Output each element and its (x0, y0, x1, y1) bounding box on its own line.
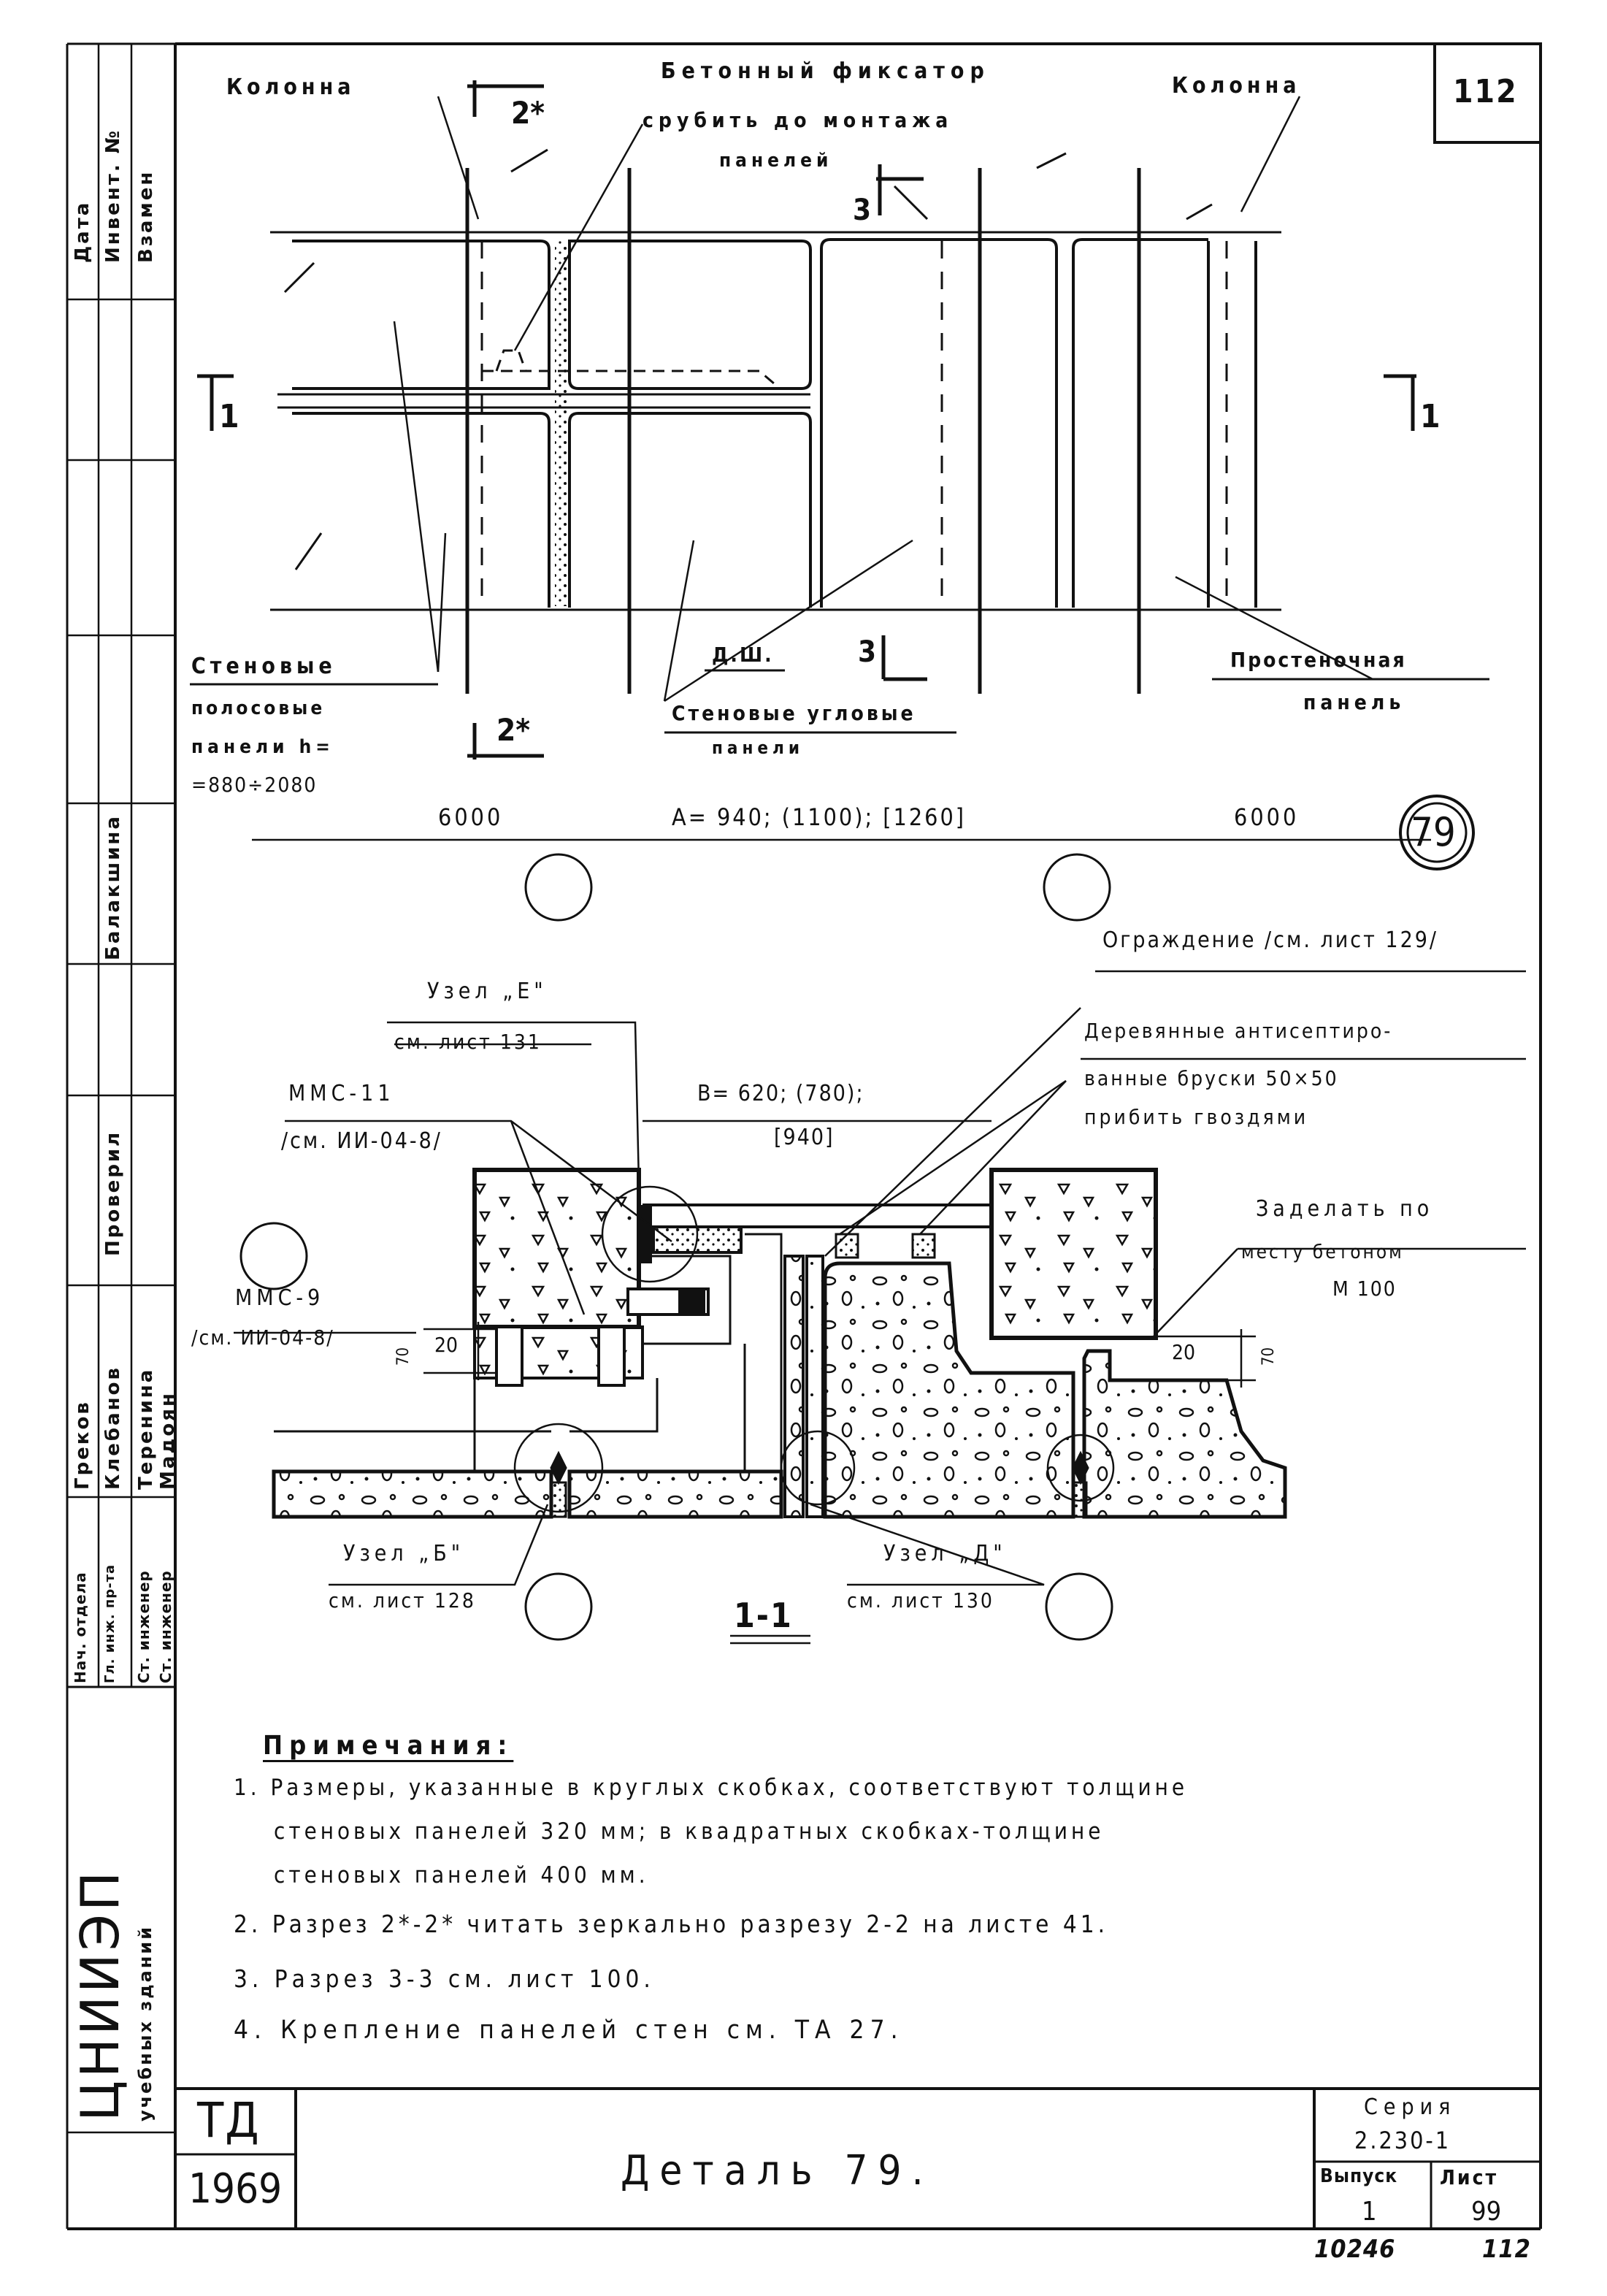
org-sub: учебных зданий (135, 1924, 156, 2121)
concrete-2: месту бетоном (1241, 1241, 1404, 1263)
dim-70-left: 70 (394, 1347, 413, 1366)
note-1-line-2: стеновых панелей 320 мм; в квадратных ск… (274, 1818, 1105, 1845)
stamp-role-3: Ст. инженер (135, 1570, 153, 1683)
fence-label: Ограждение /см. лист 129/ (1102, 927, 1439, 953)
note-2: 2. Разрез 2*-2* читать зеркально разрезу… (234, 1910, 1109, 1938)
stamp-klebanov: Клебанов (102, 1366, 124, 1490)
bottom-right-code: 112 (1482, 2235, 1531, 2264)
node-d-2: см. лист 130 (847, 1588, 994, 1612)
section-2-top: 2* (511, 95, 545, 131)
stamp-terenina: Теренина (135, 1367, 157, 1490)
dim-70-right: 70 (1259, 1347, 1278, 1366)
label-corner-1: Стеновые угловые (672, 701, 916, 725)
stamp-inv-no: Инвент. № (102, 128, 124, 263)
concrete-3: М 100 (1332, 1277, 1397, 1301)
b-dim-2: [940] (774, 1125, 835, 1150)
label-column-left: Колонна (226, 74, 356, 100)
title-td: ТД (197, 2092, 261, 2148)
stamp-role-2: Гл. инж. пр-та (102, 1564, 118, 1683)
note-4: 4. Крепление панелей стен см. ТА 27. (234, 2016, 904, 2045)
section-1-left: 1 (219, 398, 239, 435)
concrete-1: Заделать по (1256, 1196, 1434, 1222)
mms11-1: ММС-11 (288, 1081, 395, 1106)
dim-20-left: 20 (434, 1333, 459, 1357)
issue-value: 1 (1362, 2197, 1377, 2227)
section-1-right: 1 (1420, 398, 1441, 435)
label-wall-strip-1: Стеновые (191, 654, 337, 679)
stamp-checked: Проверил (102, 1130, 124, 1256)
label-fixator-3: панелей (719, 150, 833, 172)
title-year: 1969 (188, 2165, 283, 2213)
stamp-madoyan: Мадоян (157, 1391, 179, 1490)
section-2-bottom: 2* (496, 712, 531, 748)
note-1-line-3: стеновых панелей 400 мм. (274, 1862, 649, 1889)
stamp-balakshina: Балакшина (102, 814, 124, 960)
section-view (234, 970, 1526, 1645)
drawing-title: Деталь 79. (621, 2147, 934, 2194)
label-pier-1: Простеночная (1230, 648, 1407, 672)
dim-right: 6000 (1234, 803, 1300, 831)
label-corner-2: панели (712, 738, 804, 758)
bars-1: Деревянные антисептиро- (1084, 1019, 1393, 1043)
node-b-1: Узел „Б" (343, 1541, 465, 1566)
stamp-replaces: Взамен (135, 169, 157, 263)
org-main: ЦНИИЭП (69, 1868, 131, 2121)
section-title: 1-1 (734, 1596, 793, 1635)
label-wall-strip-2: полосовые (191, 697, 326, 719)
mms9-2: /см. ИИ-04-8/ (191, 1325, 334, 1350)
label-dsh: Д.Ш. (712, 643, 774, 667)
node-e-2: см. лист 131 (394, 1030, 542, 1054)
dim-20-right: 20 (1172, 1340, 1196, 1364)
label-wall-strip-3: панели h= (191, 736, 334, 758)
mms9-1: ММС-9 (235, 1285, 325, 1311)
node-d-1: Узел „Д" (883, 1541, 1007, 1566)
dim-middle: А= 940; (1100); [1260] (672, 803, 967, 831)
bottom-left-code: 10246 (1314, 2235, 1396, 2264)
series-label: Серия (1364, 2094, 1457, 2120)
sheet-corner-number: 112 (1453, 73, 1518, 110)
note-1-line-1: 1. Размеры, указанные в круглых скобках,… (234, 1775, 1189, 1801)
node-e-1: Узел „Е" (427, 979, 548, 1004)
stamp-date: Дата (72, 200, 93, 263)
b-dim-1: В= 620; (780); (697, 1081, 864, 1106)
notes-title: Примечания: (263, 1731, 514, 1761)
label-wall-strip-4: =880÷2080 (191, 773, 318, 797)
node-b-2: см. лист 128 (329, 1588, 476, 1612)
issue-label: Выпуск (1320, 2165, 1398, 2187)
stamp-grekov: Греков (72, 1400, 93, 1490)
series-value: 2.230-1 (1354, 2127, 1451, 2154)
label-fixator-2: срубить до монтажа (643, 108, 954, 132)
label-fixator-1: Бетонный фиксатор (661, 58, 990, 84)
section-3-bottom: 3 (858, 635, 877, 669)
section-3-top: 3 (853, 194, 872, 227)
label-column-right: Колонна (1172, 73, 1301, 99)
sheet-frame (66, 42, 1542, 2230)
mms11-2: /см. ИИ-04-8/ (281, 1128, 442, 1154)
bars-3: прибить гвоздями (1084, 1105, 1309, 1129)
stamp-role-1: Нач. отдела (72, 1572, 89, 1683)
label-pier-2: панель (1303, 690, 1405, 714)
plan-view (190, 80, 1489, 922)
bars-2: ванные бруски 50×50 (1084, 1066, 1339, 1090)
sheet-value: 99 (1471, 2197, 1502, 2227)
dim-left: 6000 (438, 803, 504, 831)
sheet-label: Лист (1440, 2165, 1499, 2189)
detail-badge: 79 (1411, 809, 1456, 855)
note-3: 3. Разрез 3-3 см. лист 100. (234, 1964, 655, 1993)
stamp-role-4: Ст. инженер (157, 1570, 174, 1683)
